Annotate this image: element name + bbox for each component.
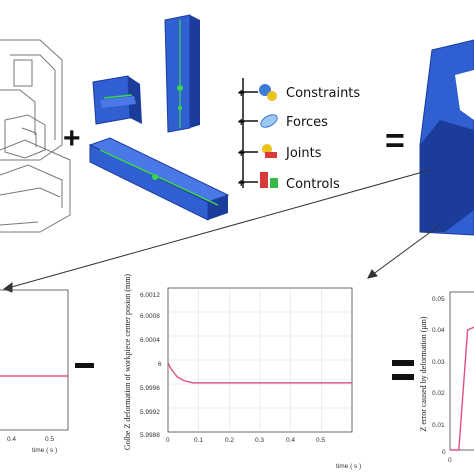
plus-operator: + [63, 122, 81, 155]
chart-right-ytick: 0.05 [432, 296, 445, 303]
mesh-part-column [164, 14, 200, 133]
chart-left-xlabel: time ( s ) [32, 447, 57, 454]
chart-middle-ytick: 6.0008 [140, 313, 160, 320]
tree-node-forces[interactable]: + Forces [237, 112, 328, 130]
chart-middle-ytick: 5.9988 [140, 432, 160, 439]
svg-text:+: + [237, 178, 245, 189]
equals-operator-top: = [385, 122, 405, 160]
chart-middle-xlabel: time ( s ) [336, 463, 361, 470]
chart-middle-xtick: 0.5 [316, 437, 325, 444]
controls-icon [260, 172, 278, 188]
flow-arrows [2, 169, 441, 293]
tree-node-controls[interactable]: + Controls [237, 172, 340, 192]
machine-tool-drawing [0, 39, 71, 233]
equals-operator-bottom [392, 360, 414, 380]
chart-right-ytick: 0.01 [432, 422, 445, 429]
chart-right-ytick: 0.04 [432, 327, 445, 334]
chart-middle-xtick: 0.4 [286, 437, 295, 444]
tree-label-controls: Controls [286, 177, 340, 192]
chart-middle-ytick: 5.9996 [140, 385, 160, 392]
chart-middle-ytick: 5.9992 [140, 409, 160, 416]
chart-right-ytick: 0.02 [432, 390, 445, 397]
minus-operator [75, 363, 94, 368]
chart-middle-ylabel: Golbe Z deformation of workpiece center … [123, 274, 132, 451]
chart-middle: 6.0012 6.0008 6.0004 6 5.9996 5.9992 5.9… [123, 274, 361, 470]
constraints-icon [259, 84, 277, 101]
model-tree: + Constraints + Forces + Joints [237, 78, 360, 192]
chart-left-xtick: 0.4 [7, 436, 16, 443]
svg-text:+: + [237, 117, 245, 128]
chart-left-xtick: 0.5 [45, 436, 54, 443]
chart-left: 0.4 0.5 time ( s ) [0, 289, 69, 454]
chart-right: 0.05 0.04 0.03 0.02 0.01 0 0 Z error cau… [419, 291, 474, 464]
chart-right-xtick: 0 [448, 457, 452, 464]
tree-node-joints[interactable]: + Joints [237, 144, 322, 161]
forces-icon [260, 114, 278, 128]
chart-right-ylabel: Z error caused by deformation (μm) [419, 316, 428, 431]
chart-right-series-line [450, 326, 474, 451]
chart-right-plot-area [449, 291, 474, 451]
tree-label-constraints: Constraints [286, 86, 360, 101]
chart-right-ytick: 0 [442, 449, 446, 456]
svg-text:+: + [237, 88, 245, 99]
joints-icon [262, 144, 277, 158]
chart-middle-xtick: 0.2 [225, 437, 234, 444]
chart-middle-ytick: 6 [158, 361, 162, 368]
tree-node-constraints[interactable]: + Constraints [237, 84, 360, 101]
chart-middle-ytick: 6.0012 [140, 292, 160, 299]
chart-middle-xtick: 0.1 [194, 437, 203, 444]
chart-middle-xtick: 0 [166, 437, 170, 444]
tree-label-joints: Joints [285, 146, 322, 161]
chart-middle-series-line [167, 362, 352, 384]
mesh-part-beam [88, 137, 230, 221]
mesh-part-bracket [92, 75, 142, 125]
chart-left-plot-area [0, 289, 69, 431]
chart-middle-ytick: 6.0004 [140, 337, 160, 344]
chart-middle-xtick: 0.3 [255, 437, 264, 444]
assembled-mesh-model [419, 39, 474, 236]
svg-text:+: + [237, 148, 245, 159]
chart-right-ytick: 0.03 [432, 359, 445, 366]
tree-label-forces: Forces [286, 115, 328, 130]
